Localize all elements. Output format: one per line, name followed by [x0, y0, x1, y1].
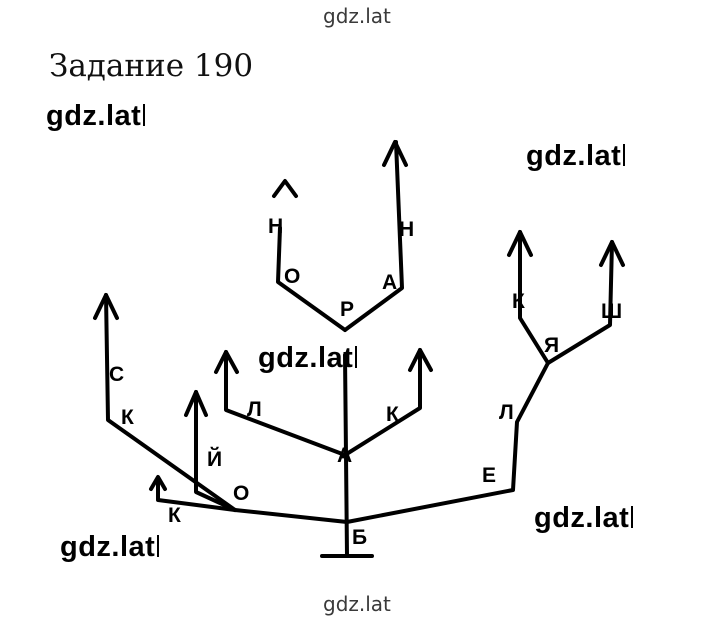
letter-b: Б: [352, 526, 367, 549]
watermark: gdz.lat: [526, 140, 625, 173]
site-link-top[interactable]: gdz.lat: [323, 4, 391, 28]
site-link-bottom[interactable]: gdz.lat: [323, 592, 391, 616]
branch-a-n: [343, 140, 404, 332]
branch-k-right: [518, 230, 550, 365]
letter-n-right-top: Н: [399, 218, 414, 241]
task-title: Задание 190: [49, 48, 254, 84]
branch-k-mid: [343, 348, 422, 457]
branch-o-n: [276, 226, 347, 332]
arrow-head: [149, 475, 167, 491]
letter-n-top: Н: [268, 215, 283, 238]
watermark: gdz.lat: [534, 502, 633, 535]
arrow-head: [599, 240, 625, 267]
letter-k-small: К: [168, 504, 181, 527]
watermark: gdz.lat: [46, 100, 145, 133]
arrow-head: [382, 140, 408, 167]
arrow-head: [93, 293, 119, 320]
letter-o-left: О: [233, 482, 249, 505]
arrow-head: [214, 350, 239, 374]
arrow-head: [408, 348, 433, 372]
branch-sh: [546, 240, 614, 365]
watermark: gdz.lat: [258, 342, 357, 375]
letter-y-short: Й: [207, 447, 222, 471]
branch-b-o: [233, 508, 349, 524]
letter-a-mid: А: [337, 444, 352, 467]
letter-l-right: Л: [499, 401, 514, 424]
letter-l-mid: Л: [247, 398, 262, 421]
letter-e-right: Е: [482, 464, 496, 487]
branch-e-l-ya: [345, 361, 550, 524]
arrow-head: [184, 390, 208, 417]
letter-r: Р: [340, 298, 354, 321]
letter-s-left: С: [109, 363, 124, 386]
arrow-head: [507, 230, 533, 257]
letter-k-mid: К: [386, 403, 399, 426]
letter-o-top: О: [284, 265, 300, 288]
branch-y: [194, 390, 237, 512]
letter-ya: Я: [544, 334, 559, 357]
watermark: gdz.lat: [60, 531, 159, 564]
arrow-head: [272, 179, 298, 198]
letter-k-left: К: [121, 406, 134, 429]
letter-a-top: А: [382, 271, 397, 294]
letter-k-right: К: [512, 290, 525, 313]
branch-l-mid: [224, 350, 347, 457]
branch-k-small: [156, 478, 237, 512]
branch-k-s: [104, 293, 237, 512]
letter-sh: Ш: [601, 300, 622, 323]
